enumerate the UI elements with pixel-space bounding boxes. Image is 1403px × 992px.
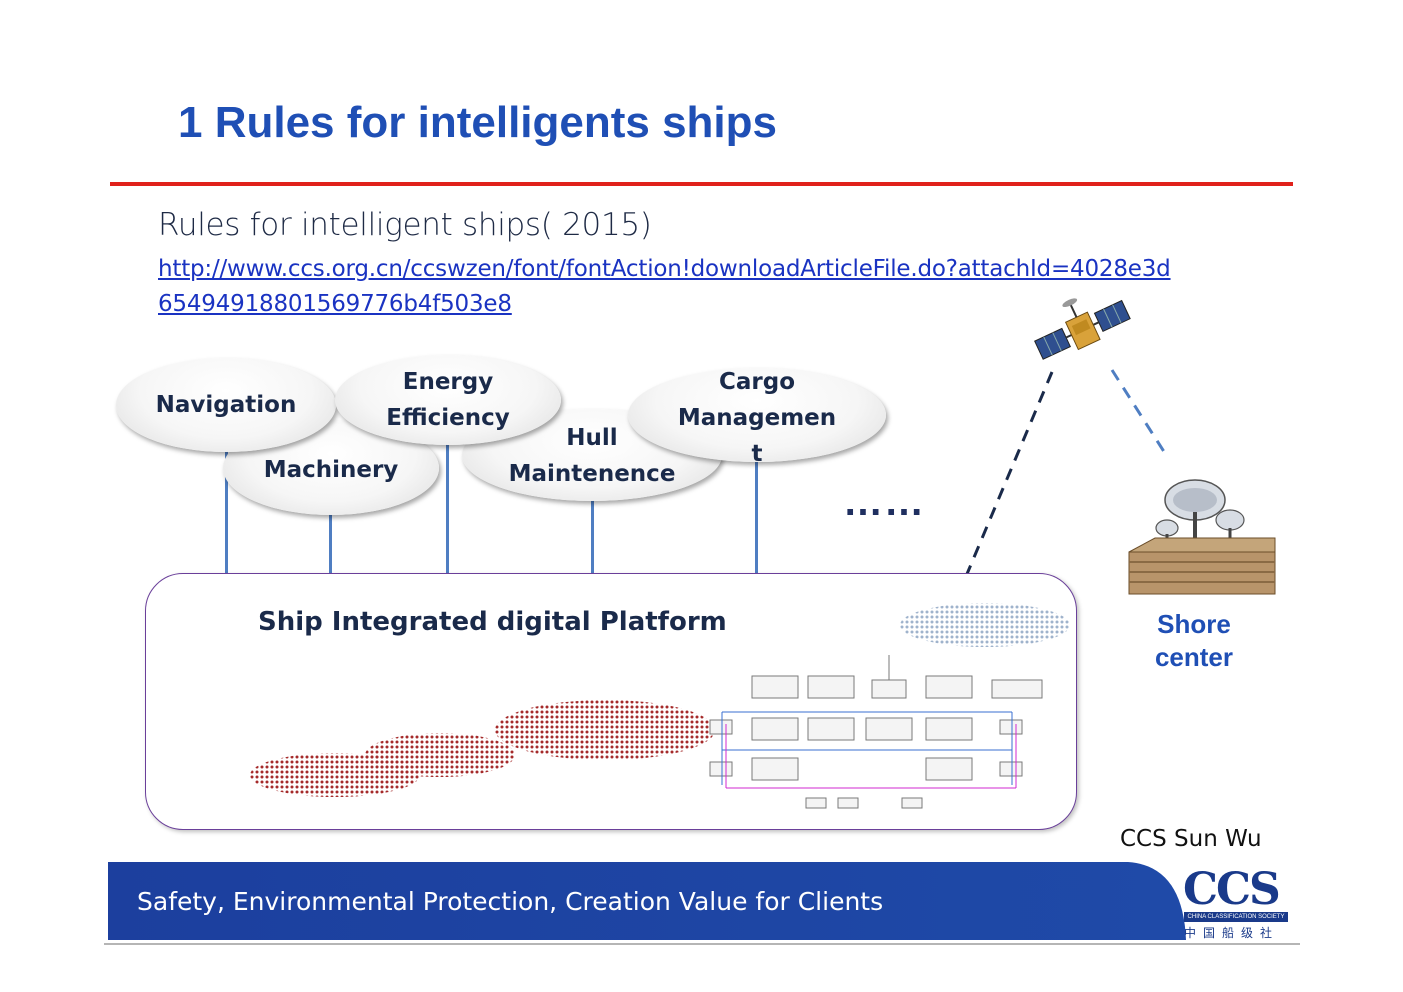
network-lines	[721, 711, 1013, 785]
connector-navigation	[225, 448, 228, 574]
connector-hull	[591, 497, 594, 577]
slide-subtitle: Rules for intelligent ships( 2015)	[158, 207, 652, 243]
ship-satellite-link	[965, 371, 1054, 575]
slide-title: 1 Rules for intelligents ships	[178, 98, 778, 147]
cloud-shapes	[250, 603, 1070, 797]
connector-cargo	[755, 462, 758, 574]
module-hull-label: Hull Maintenence	[508, 425, 676, 487]
platform-label: Ship Integrated digital Platform	[258, 607, 727, 637]
footer-tagline: Safety, Environmental Protection, Creati…	[137, 887, 884, 916]
module-energy[interactable]: Energy Efficiency	[335, 355, 561, 445]
network-lines-secondary	[725, 724, 1017, 789]
module-energy-label: Energy Efficiency	[386, 369, 510, 431]
rules-link-line-2[interactable]: 6549491880156977​6b4f503e8	[158, 291, 512, 317]
bottom-divider	[104, 943, 1300, 945]
shore-satellite-link	[1110, 369, 1170, 459]
connector-machinery	[329, 508, 332, 574]
module-cargo-label: Cargo Managemen t	[677, 369, 837, 467]
author-credit: CCS Sun Wu	[1120, 826, 1262, 852]
ccs-logo: CCS	[1183, 864, 1281, 915]
ccs-logo-chinese: 中国船级社	[1184, 926, 1280, 940]
more-modules-ellipsis: ……	[843, 480, 925, 524]
ccs-logo-subtitle: CHINA CLASSIFICATION SOCIETY	[1184, 912, 1288, 922]
module-cargo[interactable]: Cargo Managemen t	[628, 368, 886, 467]
module-navigation-label: Navigation	[155, 392, 297, 418]
title-divider	[110, 182, 1293, 186]
shore-center-label: Shore center	[1154, 609, 1234, 672]
shore-station-icon	[1128, 479, 1276, 595]
module-machinery-label: Machinery	[263, 457, 399, 483]
network-schematic	[250, 603, 1070, 809]
footer-bar	[108, 862, 1186, 940]
connector-energy	[446, 440, 449, 574]
rules-link-line-1[interactable]: http://www.ccs.org.cn/ccswzen/font/fontA…	[158, 256, 1171, 282]
module-navigation[interactable]: Navigation	[116, 358, 336, 452]
satellite-icon	[1034, 298, 1131, 360]
